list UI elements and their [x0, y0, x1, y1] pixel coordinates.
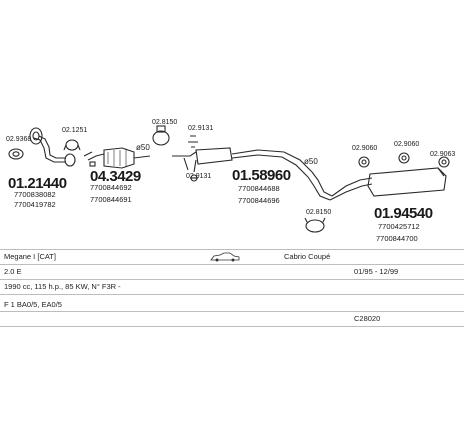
- clamp-icon: [152, 125, 170, 146]
- rubber-mount-icon: [190, 174, 198, 182]
- accessory-label: 02.9131: [186, 173, 211, 180]
- clamp-icon: [63, 139, 81, 151]
- diameter-label: ø50: [304, 157, 318, 166]
- part-ref: 7700419782: [14, 200, 56, 209]
- table-divider: [0, 264, 464, 265]
- accessory-label: 02.8150: [152, 119, 177, 126]
- front-pipe-drawing: [29, 127, 76, 167]
- part-ref: 7700844692: [90, 183, 132, 192]
- part-ref: 7700425712: [378, 222, 420, 231]
- production-dates: 01/95 - 12/99: [354, 267, 399, 276]
- accessory-label: 02.9060: [352, 145, 377, 152]
- table-divider: [0, 294, 464, 295]
- diameter-label: ø50: [136, 143, 150, 152]
- body-type: Cabrio Coupé: [284, 252, 331, 261]
- table-divider: [0, 326, 464, 327]
- rear-silencer-drawing: [307, 167, 447, 201]
- rubber-mount-icon: [398, 152, 410, 164]
- engine-spec: 1990 cc, 115 h.p., 85 KW, N° F3R -: [4, 282, 121, 291]
- table-divider: [0, 249, 464, 250]
- table-divider: [0, 311, 464, 312]
- accessory-label: 02.9060: [394, 141, 419, 148]
- car-icon: [210, 252, 240, 264]
- rubber-mount-icon: [438, 156, 450, 168]
- part-number: 04.3429: [90, 168, 141, 185]
- engine-codes: F 1 BA0/5, EA0/5: [4, 300, 62, 309]
- part-ref: 7700844691: [90, 195, 132, 204]
- table-divider: [0, 279, 464, 280]
- catalytic-converter-drawing: [83, 147, 151, 169]
- vehicle-model: Megane I [CAT]: [4, 252, 56, 261]
- clamp-icon: [304, 217, 326, 233]
- accessory-label: 02.9131: [188, 125, 213, 132]
- part-ref: 7700844700: [376, 234, 418, 243]
- accessory-label: 02.8150: [306, 209, 331, 216]
- part-number: 01.94540: [374, 205, 433, 222]
- part-number: 01.21440: [8, 175, 67, 192]
- rubber-mount-icon: [188, 135, 198, 148]
- center-silencer-drawing: [172, 147, 313, 178]
- part-ref: 7700838082: [14, 190, 56, 199]
- accessory-label: 02.9063: [430, 151, 455, 158]
- catalog-number: C28020: [354, 314, 381, 323]
- accessory-label: 02.1251: [62, 127, 87, 134]
- part-ref: 7700844696: [238, 196, 280, 205]
- part-number: 01.58960: [232, 167, 291, 184]
- exhaust-drawing: 02.9368 02.1251 02.8150 02.9131 02.9131 …: [6, 119, 455, 243]
- engine: 2.0 E: [4, 267, 22, 276]
- accessory-label: 02.9368: [6, 136, 31, 143]
- gasket-icon: [8, 148, 24, 160]
- rubber-mount-icon: [358, 156, 370, 168]
- part-ref: 7700844688: [238, 184, 280, 193]
